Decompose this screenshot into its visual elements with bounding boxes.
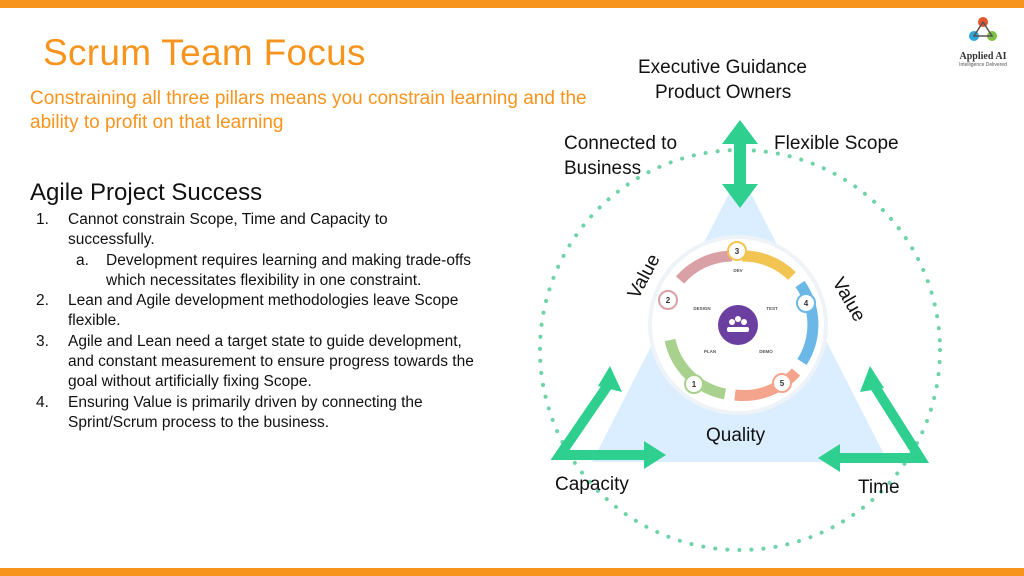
sub-list-item: a. Development requires learning and mak… <box>68 251 475 292</box>
list-number: 4. <box>36 393 49 411</box>
scrum-cycle: DEV DESIGN TEST PLAN DEMO 1 2 3 4 5 <box>648 235 828 415</box>
list-number: 1. <box>36 211 49 228</box>
product-owners-label: Product Owners <box>655 82 792 103</box>
list-text: Lean and Agile development methodologies… <box>68 292 459 330</box>
list-text: Agile and Lean need a target state to gu… <box>68 332 474 391</box>
capacity-arrow-head-up <box>598 366 622 392</box>
bottom-accent-bar <box>0 568 1024 576</box>
cycle-number-4: 4 <box>804 299 809 308</box>
cycle-segment-test <box>795 280 819 365</box>
list-item: 4. Ensuring Value is primarily driven by… <box>30 393 475 434</box>
team-center-icon <box>718 305 758 345</box>
success-list: 1. Cannot constrain Scope, Time and Capa… <box>30 210 475 433</box>
list-number: 3. <box>36 332 49 350</box>
cycle-label-plan: PLAN <box>704 349 716 354</box>
top-double-arrow <box>722 120 758 208</box>
logo-tagline: Intelligence Delivered <box>959 62 1007 68</box>
time-corner-arrow <box>838 379 930 463</box>
cycle-segment-design <box>675 250 733 284</box>
logo-mark-icon <box>969 17 997 41</box>
top-accent-bar <box>0 0 1024 8</box>
executive-guidance-label: Executive Guidance <box>638 57 807 78</box>
capacity-label: Capacity <box>555 474 629 495</box>
sub-list-text: Development requires learning and making… <box>106 251 472 289</box>
capacity-arrow-head-right <box>644 441 666 469</box>
cycle-label-demo: DEMO <box>759 349 773 354</box>
sub-list: a. Development requires learning and mak… <box>68 251 475 292</box>
connected-label-line1: Connected to <box>564 133 678 154</box>
scrum-diagram: DEV DESIGN TEST PLAN DEMO 1 2 3 4 5 Valu… <box>538 120 942 552</box>
list-item: 3. Agile and Lean need a target state to… <box>30 332 475 393</box>
cycle-number-1: 1 <box>692 380 697 389</box>
logo-title: Applied AI <box>959 51 1007 62</box>
cycle-number-5: 5 <box>780 379 785 388</box>
time-arrow-head-up <box>860 366 884 392</box>
quality-label: Quality <box>706 425 766 446</box>
cycle-label-test: TEST <box>766 306 778 311</box>
time-label: Time <box>858 477 900 498</box>
cycle-segment-demo <box>734 368 801 402</box>
list-number: 2. <box>36 292 49 310</box>
slide-subtitle: Constraining all three pillars means you… <box>30 88 587 133</box>
cycle-segment-dev <box>741 250 796 281</box>
section-heading: Agile Project Success <box>30 179 263 206</box>
flexible-scope-label: Flexible Scope <box>774 133 899 154</box>
slide-title: Scrum Team Focus <box>43 32 366 73</box>
sub-list-number: a. <box>76 251 89 269</box>
value-label-right: Value <box>828 274 870 325</box>
list-text: Cannot constrain Scope, Time and Capacit… <box>68 211 388 249</box>
cycle-number-3: 3 <box>735 247 740 256</box>
connected-label-line2: Business <box>564 158 642 179</box>
cycle-label-design: DESIGN <box>693 306 710 311</box>
capacity-corner-arrow <box>550 379 646 460</box>
cycle-number-2: 2 <box>666 296 671 305</box>
company-logo: Applied AI Intelligence Delivered <box>948 14 1018 68</box>
cycle-label-dev: DEV <box>733 268 742 273</box>
list-item: 2. Lean and Agile development methodolog… <box>30 291 475 332</box>
time-arrow-head-left <box>818 444 840 472</box>
list-text: Ensuring Value is primarily driven by co… <box>68 393 423 431</box>
list-item: 1. Cannot constrain Scope, Time and Capa… <box>30 210 475 291</box>
